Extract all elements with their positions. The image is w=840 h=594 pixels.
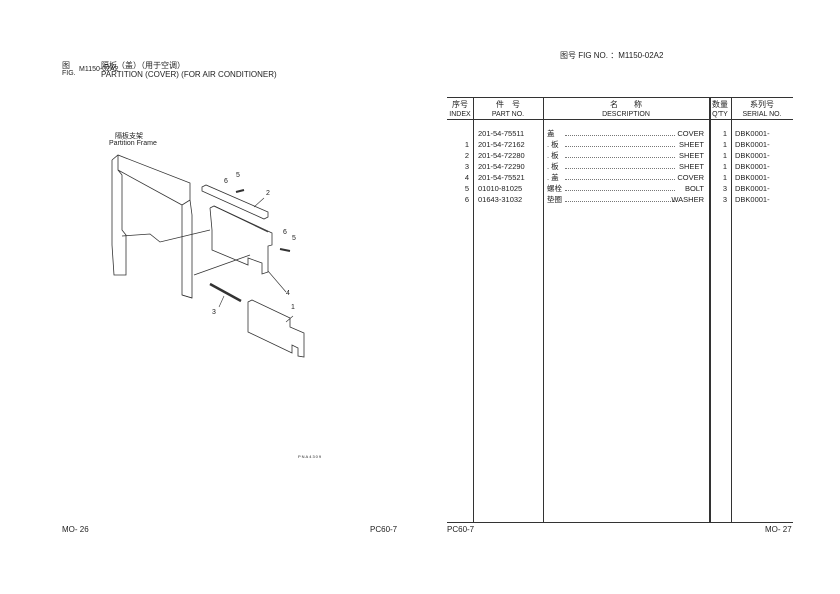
header-part-cn: 件 号 [496, 100, 520, 109]
fig-no-header: 图号 FIG NO. ：M1150-02A2 [560, 51, 664, 60]
row-index: 5 [464, 184, 469, 193]
table-row: 201-54-75511 盖 COVER 1 DBK0001- [447, 128, 793, 139]
fig-label-cn: 图 [62, 61, 70, 70]
row-part-no: 201-54-75511 [478, 129, 525, 138]
callout-6a: 6 [224, 178, 228, 185]
header-desc: DESCRIPTION [602, 111, 650, 118]
frame-label-cn: 隔板支架 [115, 133, 143, 140]
row-serial: DBK0001- [735, 195, 770, 204]
row-part-no: 201-54-72280 [478, 151, 525, 160]
callout-5a: 5 [236, 172, 240, 179]
title-cn: 隔板（盖）（用于空调） [101, 61, 185, 70]
callout-3: 3 [212, 309, 216, 316]
table-row: 1 201-54-72162 . 板 SHEET 1 DBK0001- [447, 139, 793, 150]
row-part-no: 01010-81025 [478, 184, 523, 193]
callout-4: 4 [286, 290, 290, 297]
row-desc-cn: 垫圈 [547, 195, 562, 204]
header-desc-cn: 名 称 [610, 100, 642, 109]
title-en: PARTITION (COVER) (FOR AIR CONDITIONER) [101, 70, 277, 79]
row-desc-cn: 螺栓 [547, 184, 562, 193]
table-row: 6 01643-31032 垫圈 WASHER 3 DBK0001- [447, 194, 793, 205]
row-qty: 1 [722, 151, 727, 160]
row-part-no: 201-54-72162 [478, 140, 525, 149]
header-part: PART NO. [491, 111, 525, 118]
row-qty: 1 [722, 129, 727, 138]
row-qty: 1 [722, 140, 727, 149]
row-desc-en: SHEET [678, 140, 704, 149]
sheet-2 [201, 184, 269, 220]
row-part-no: 201-54-72290 [478, 162, 525, 171]
header-serial: SERIAL NO. [742, 111, 782, 118]
row-desc-cn: 盖 [547, 129, 555, 138]
row-serial: DBK0001- [735, 184, 770, 193]
callout-1: 1 [291, 304, 295, 311]
header-index-cn: 序号 [452, 100, 468, 109]
sheet-1 [247, 299, 305, 358]
callout-5b: 5 [292, 235, 296, 242]
bolts [235, 189, 291, 252]
leader-lines [218, 197, 294, 323]
row-desc-cn: . 板 [547, 162, 559, 171]
row-qty: 3 [722, 195, 727, 204]
row-desc-en: COVER [677, 173, 704, 182]
leader-dots [565, 161, 675, 169]
row-desc-en: WASHER [671, 195, 704, 204]
row-part-no: 01643-31032 [478, 195, 523, 204]
header-qty: Q'TY [712, 111, 728, 118]
table-row: 5 01010-81025 螺栓 BOLT 3 DBK0001- [447, 183, 793, 194]
leader-dots [565, 139, 675, 147]
frame-label-en: Partition Frame [109, 140, 157, 147]
row-index: 4 [464, 173, 469, 182]
leader-dots [565, 183, 675, 191]
row-desc-cn: . 板 [547, 151, 559, 160]
table-row: 4 201-54-75521 . 盖 COVER 1 DBK0001- [447, 172, 793, 183]
table-row: 3 201-54-72290 . 板 SHEET 1 DBK0001- [447, 161, 793, 172]
leader-dots [565, 194, 675, 202]
row-desc-en: COVER [677, 129, 704, 138]
row-desc-cn: . 盖 [547, 173, 559, 182]
right-model: PC60-7 [447, 525, 475, 534]
header-qty-cn: 数量 [712, 100, 728, 109]
row-qty: 3 [722, 184, 727, 193]
row-index: 2 [464, 151, 469, 160]
row-desc-en: SHEET [678, 151, 704, 160]
row-index: 3 [464, 162, 469, 171]
cover-4 [209, 205, 273, 275]
callout-2: 2 [266, 190, 270, 197]
partition-frame [111, 154, 251, 299]
table-row: 2 201-54-72280 . 板 SHEET 1 DBK0001- [447, 150, 793, 161]
row-part-no: 201-54-75521 [478, 173, 525, 182]
row-serial: DBK0001- [735, 129, 770, 138]
row-desc-en: SHEET [678, 162, 704, 171]
row-index: 1 [464, 140, 469, 149]
sheet-3 [209, 282, 242, 303]
row-desc-cn: . 板 [547, 140, 559, 149]
callout-6b: 6 [283, 229, 287, 236]
row-desc-en: BOLT [684, 184, 704, 193]
leader-dots [565, 128, 675, 136]
right-page-number: MO- 27 [765, 525, 792, 534]
row-qty: 1 [722, 173, 727, 182]
row-serial: DBK0001- [735, 140, 770, 149]
leader-dots [565, 172, 675, 180]
drawing-code: PNA4309 [298, 454, 323, 459]
left-page-number: MO- 26 [62, 525, 89, 534]
row-serial: DBK0001- [735, 173, 770, 182]
left-model: PC60-7 [370, 525, 398, 534]
leader-dots [565, 150, 675, 158]
parts-table: 序号 INDEX 件 号 PART NO. 名 称 DESCRIPTION 数量 Q'T… [447, 97, 793, 523]
fig-number: M1150-02A2 [79, 66, 119, 73]
row-serial: DBK0001- [735, 151, 770, 160]
row-serial: DBK0001- [735, 162, 770, 171]
header-index: INDEX [449, 111, 471, 118]
row-qty: 1 [722, 162, 727, 171]
fig-label-en: FIG. [62, 70, 76, 77]
row-index: 6 [464, 195, 469, 204]
header-serial-cn: 系列号 [750, 100, 774, 109]
